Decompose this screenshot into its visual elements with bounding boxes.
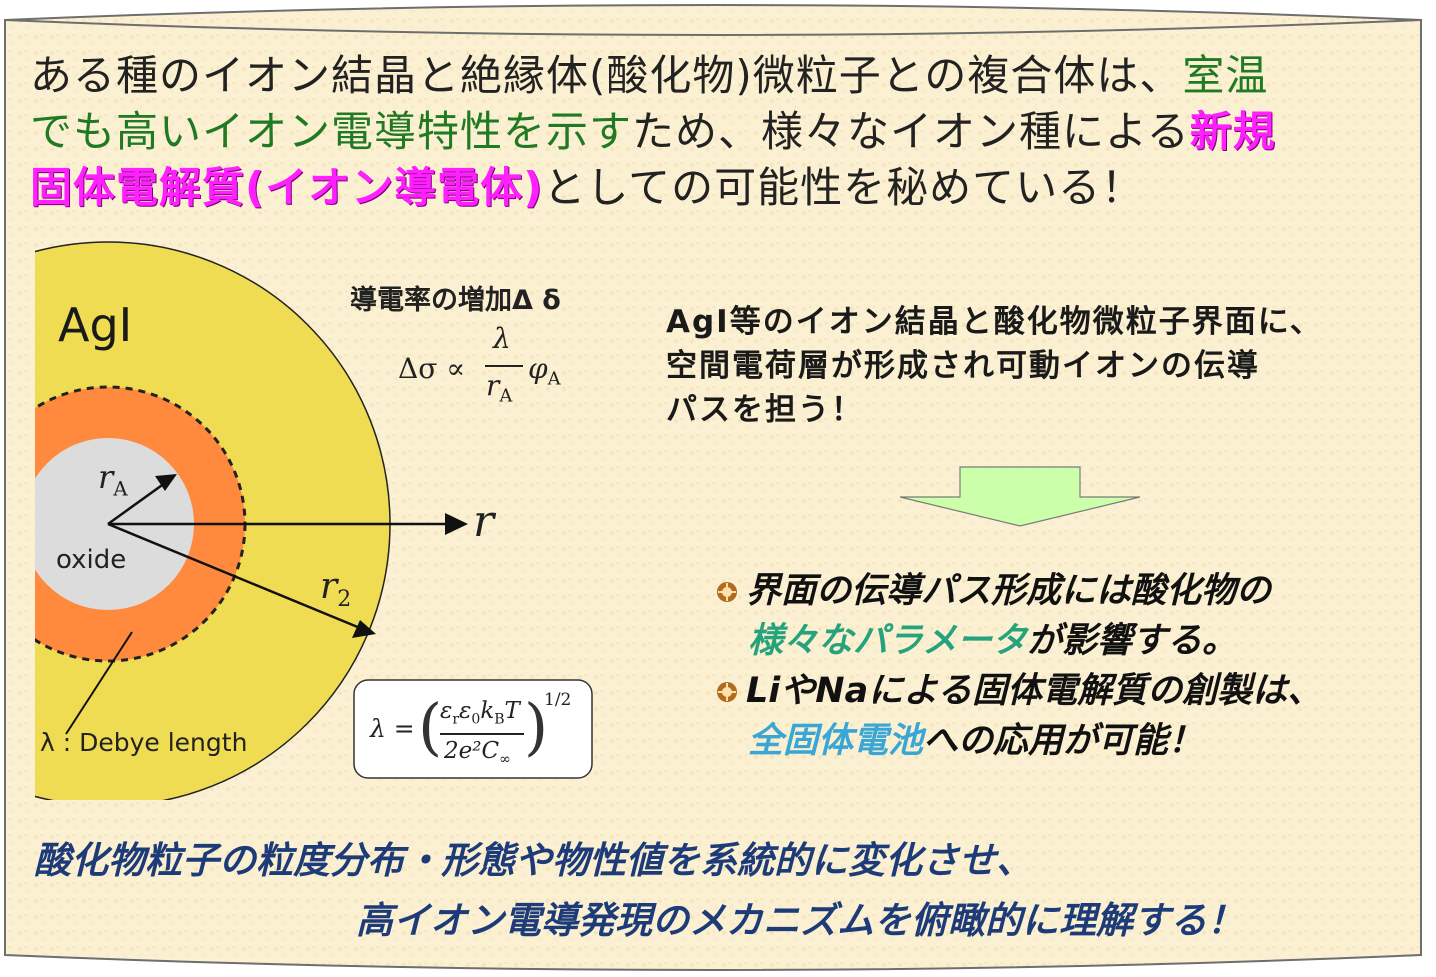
debye-formula-lhs: λ = [370, 714, 415, 743]
debye-paren-right: ) [524, 690, 549, 763]
material-label: AgI [58, 298, 133, 352]
radius-2-arrow [352, 620, 376, 638]
bullet-1: 界面の伝導パス形成には酸化物の [716, 566, 1271, 616]
conductivity-formula-lhs: Δσ ∝ [398, 352, 466, 385]
conclusion-line-2: 高イオン電導発現のメカニズムを俯瞰的に理解する！ [356, 899, 1244, 942]
bullet-icon [717, 682, 737, 702]
debye-denominator: 2e²C∞ [444, 738, 511, 768]
debye-leader-line [65, 631, 133, 735]
down-arrow [899, 466, 1141, 527]
bullet-1-cont: 様々なパラメータが影響する。 [748, 621, 1237, 661]
radius-a-label: rA [98, 458, 128, 501]
intro-line-3: 固体電解質(イオン導電体)としての可能性を秘めている！ [30, 163, 1145, 212]
radius-a-arrow [155, 474, 177, 491]
debye-paren-left: ( [418, 690, 443, 763]
explanation-line-1: AgI等のイオン結晶と酸化物微粒子界面に、 [666, 304, 1323, 340]
debye-exponent: 1/2 [544, 690, 572, 710]
oxide-label: oxide [56, 545, 127, 575]
explanation-line-3: パスを担う！ [666, 392, 864, 428]
conclusion-line-1: 酸化物粒子の粒度分布・形態や物性値を系統的に変化させ、 [34, 839, 1033, 882]
bullet-icon [717, 582, 737, 602]
conductivity-title: 導電率の増加Δ δ [350, 285, 561, 316]
debye-length-label: λ : Debye length [40, 728, 248, 757]
debye-numerator: εrε0kBT [440, 698, 520, 728]
fraction-bar [485, 365, 523, 367]
axis-arrowhead [445, 513, 468, 535]
formula-denominator: rA [486, 369, 513, 407]
explanation-line-2: 空間電荷層が形成され可動イオンの伝導 [666, 348, 1260, 384]
debye-fraction-bar [440, 733, 524, 735]
bullet-2: LiやNaによる固体電解質の創製は、 [716, 666, 1322, 716]
radius-2-label: r2 [320, 566, 352, 613]
formula-numerator: λ [493, 322, 511, 355]
intro-line-2: でも高いイオン電導特性を示すため、様々なイオン種による新規 [30, 107, 1276, 156]
axis-label: r [473, 496, 495, 547]
bullet-2-cont: 全固体電池への応用が可能！ [748, 721, 1204, 761]
debye-formula-box [353, 679, 593, 779]
formula-rhs: φA [528, 352, 561, 390]
intro-line-1: ある種のイオン結晶と絶縁体(酸化物)微粒子との複合体は、室温 [30, 51, 1269, 100]
